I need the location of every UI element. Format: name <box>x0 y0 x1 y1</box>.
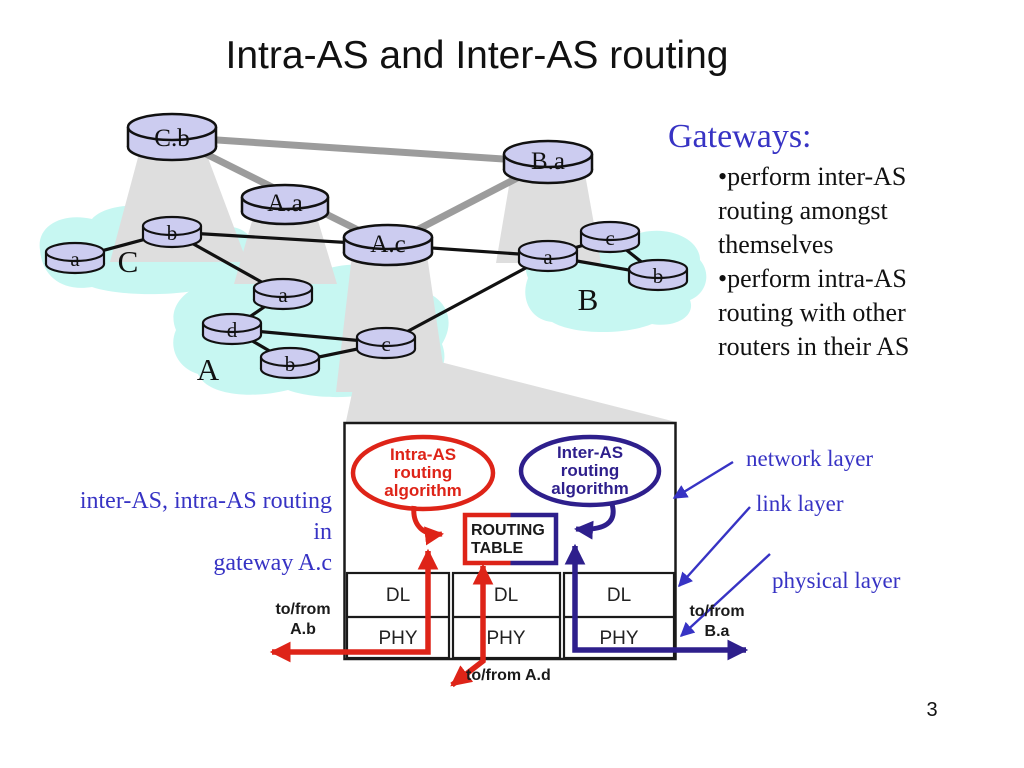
dl-cell-3: DL <box>607 585 631 606</box>
router-B.a: B.a <box>502 139 594 185</box>
link-layer-arrow <box>678 506 751 588</box>
zoom-wedge <box>345 356 676 426</box>
dl-cell-2: DL <box>494 585 518 606</box>
phy-cell-3: PHY <box>599 628 638 649</box>
annotation-line: gateway A.c <box>213 550 332 576</box>
router-label: C.b <box>154 125 189 152</box>
gateways-heading: Gateways: <box>668 118 812 155</box>
tofrom-ab-label: to/from A.b <box>263 600 343 640</box>
tofrom-ad-label: to/from A.d <box>466 667 551 684</box>
red-flow-to-Ad <box>450 563 494 688</box>
svg-text:routing: routing <box>561 461 620 480</box>
svg-text:ROUTING: ROUTING <box>471 522 545 539</box>
router-A.c: A.c <box>342 223 434 267</box>
gateways-bullet-line: •perform intra-AS <box>718 264 907 293</box>
tofrom-line: A.b <box>290 621 316 638</box>
router-C.b: C.b <box>126 112 218 162</box>
inter-as-algorithm-ellipse: Inter-AS routing algorithm <box>518 434 662 508</box>
page-number: 3 <box>926 699 938 721</box>
tofrom-ba-label: to/from B.a <box>681 602 753 642</box>
tofrom-line: to/from <box>689 603 745 620</box>
router-B-b: b <box>627 258 689 292</box>
router-label: a <box>543 245 553 269</box>
navy-flow-to-Ba <box>564 543 749 661</box>
as-label-C: C <box>118 244 139 279</box>
red-flow-to-Ab <box>269 548 439 663</box>
annotation-line: inter-AS, intra-AS routing <box>79 488 332 514</box>
router-label: a <box>278 283 288 307</box>
gateways-bullet-line: routing amongst <box>718 196 888 225</box>
router-label: A.c <box>370 231 405 258</box>
routing-table: ROUTING TABLE <box>462 512 559 566</box>
dl-cell-1: DL <box>386 585 410 606</box>
svg-text:algorithm: algorithm <box>384 481 461 500</box>
router-A-b: b <box>259 346 321 380</box>
router-label: d <box>227 318 238 342</box>
router-label: c <box>605 226 614 250</box>
router-B-a: a <box>517 239 579 273</box>
beam-Ba <box>496 174 601 263</box>
router-label: A.a <box>267 190 302 217</box>
svg-text:TABLE: TABLE <box>471 540 523 557</box>
gateways-bullet-line: routers in their AS <box>718 332 910 361</box>
router-label: c <box>381 332 390 356</box>
inter-to-table-arrow <box>574 503 616 540</box>
beam-Aa <box>234 214 337 284</box>
router-B-c: c <box>579 220 641 254</box>
link-layer-label: link layer <box>756 491 844 516</box>
as-label-A: A <box>197 352 220 387</box>
slide-title: Intra-AS and Inter-AS routing <box>225 34 729 77</box>
svg-text:Inter-AS: Inter-AS <box>557 443 623 462</box>
physical-layer-arrow <box>679 553 771 637</box>
tofrom-line: B.a <box>704 623 730 640</box>
gateways-bullet-line: themselves <box>718 230 834 259</box>
annotation-line: in <box>313 519 332 545</box>
router-label: b <box>167 221 178 245</box>
tofrom-line: to/from <box>275 601 331 618</box>
router-A-c: c <box>355 326 417 360</box>
router-A-a: a <box>252 277 314 311</box>
gateways-bullet-line: routing with other <box>718 298 906 327</box>
phy-cell-1: PHY <box>378 628 417 649</box>
as-label-B: B <box>578 282 599 317</box>
router-label: b <box>653 264 664 288</box>
gateway-ac-annotation: inter-AS, intra-AS routing in gateway A.… <box>40 486 332 579</box>
router-C-a: a <box>44 241 106 275</box>
intra-as-algorithm-ellipse: Intra-AS routing algorithm <box>350 434 496 512</box>
router-label: a <box>70 247 80 271</box>
router-A-d: d <box>201 312 263 346</box>
svg-text:algorithm: algorithm <box>551 479 628 498</box>
router-C-b: b <box>141 215 203 249</box>
router-label: B.a <box>531 148 565 175</box>
router-label: b <box>285 352 296 376</box>
router-A.a: A.a <box>240 183 330 226</box>
intra-to-table-arrow <box>411 505 444 546</box>
network-layer-label: network layer <box>746 446 874 471</box>
network-layer-arrow <box>672 460 734 500</box>
svg-text:routing: routing <box>394 463 453 482</box>
gateways-bullet-line: •perform inter-AS <box>718 162 907 191</box>
svg-text:Intra-AS: Intra-AS <box>390 445 456 464</box>
phy-cell-2: PHY <box>486 628 525 649</box>
physical-layer-label: physical layer <box>772 568 901 593</box>
